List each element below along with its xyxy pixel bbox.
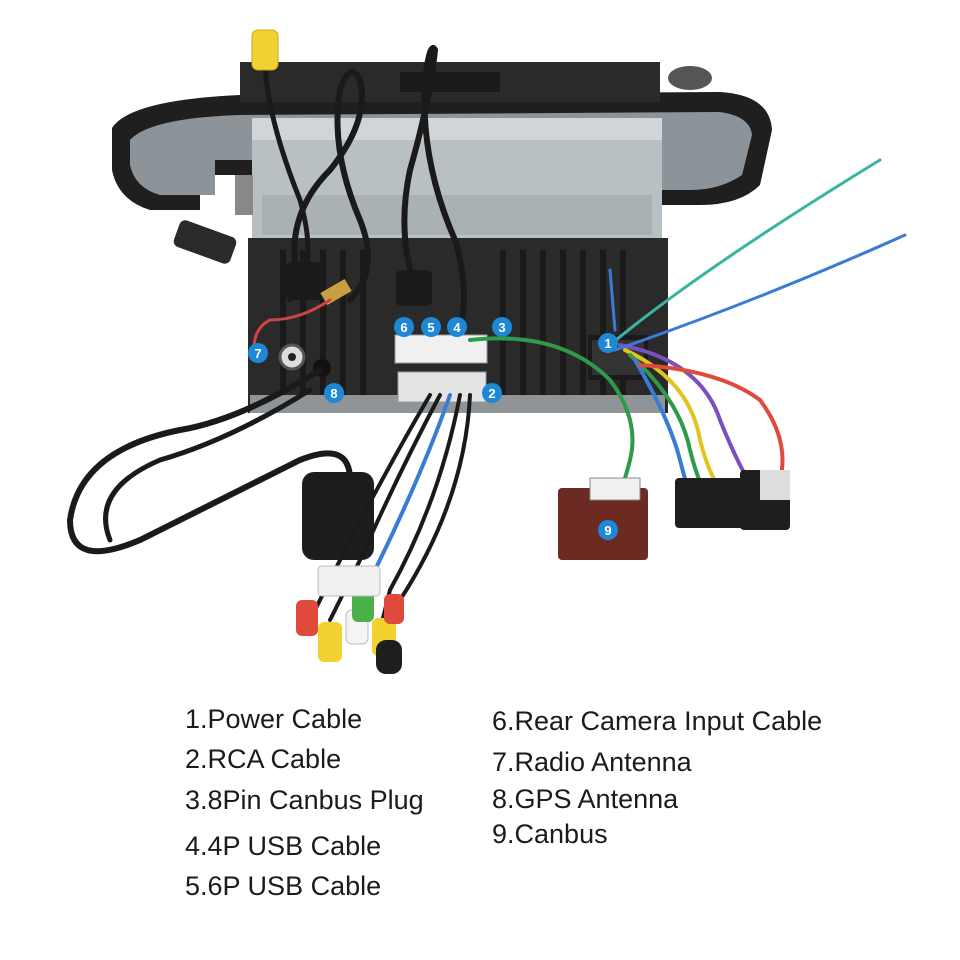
marker-7: 7 xyxy=(248,343,268,363)
svg-text:7: 7 xyxy=(254,346,261,361)
svg-text:1: 1 xyxy=(604,336,611,351)
marker-2: 2 xyxy=(482,383,502,403)
svg-text:3: 3 xyxy=(498,320,505,335)
svg-text:2: 2 xyxy=(488,386,495,401)
marker-5: 5 xyxy=(421,317,441,337)
svg-text:5: 5 xyxy=(427,320,434,335)
svg-text:9: 9 xyxy=(604,523,611,538)
legend-item-canbus: 9.Canbus xyxy=(492,819,608,849)
marker-3: 3 xyxy=(492,317,512,337)
legend-item-6p-usb-cable: 5.6P USB Cable xyxy=(185,871,382,901)
legend-item-rca-cable: 2.RCA Cable xyxy=(185,744,342,774)
marker-8: 8 xyxy=(324,383,344,403)
legend-item-radio-antenna: 7.Radio Antenna xyxy=(492,747,692,777)
canbus-module xyxy=(558,477,648,560)
marker-1: 1 xyxy=(598,333,618,353)
marker-6: 6 xyxy=(394,317,414,337)
legend-item-gps-antenna: 8.GPS Antenna xyxy=(492,784,679,814)
legend-item-rear-camera-cable: 6.Rear Camera Input Cable xyxy=(492,706,823,736)
marker-9: 9 xyxy=(598,520,618,540)
iso-connectors xyxy=(675,470,790,530)
legend-item-4p-usb-cable: 4.4P USB Cable xyxy=(185,831,382,861)
legend-item-canbus-plug: 3.8Pin Canbus Plug xyxy=(185,785,424,815)
svg-text:6: 6 xyxy=(400,320,407,335)
rca-plugs xyxy=(296,565,404,674)
svg-text:8: 8 xyxy=(330,386,337,401)
marker-4: 4 xyxy=(447,317,467,337)
svg-text:4: 4 xyxy=(453,320,461,335)
legend-item-power-cable: 1.Power Cable xyxy=(185,704,363,734)
product-photo: 1 2 3 4 5 6 7 8 9 xyxy=(66,29,907,674)
